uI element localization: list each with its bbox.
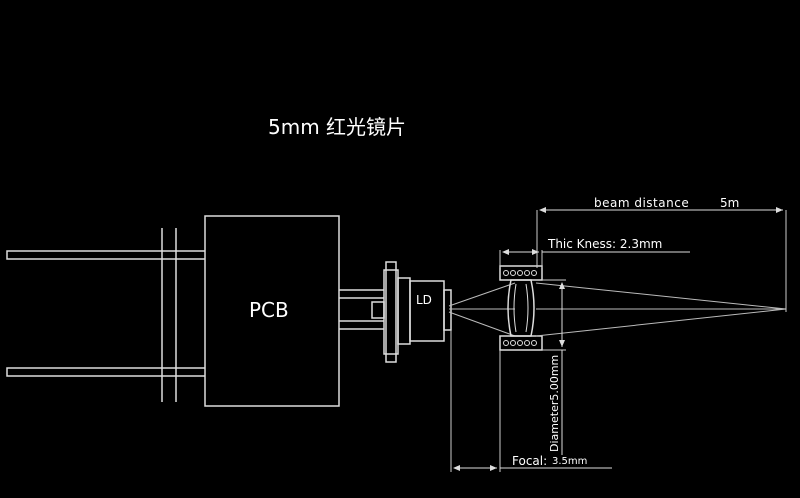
- pcb-label: PCB: [249, 298, 289, 322]
- pcb-board: PCB: [204, 215, 340, 407]
- beam-distance-value: 5m: [720, 196, 739, 210]
- ld-label: LD: [416, 293, 432, 307]
- beam-distance-dimension: beam distance 5m: [536, 196, 787, 312]
- input-beam: [448, 282, 516, 337]
- laser-diode: LD: [383, 261, 452, 363]
- output-beam: [535, 282, 787, 337]
- focal-label: Focal:: [512, 454, 547, 468]
- ld-leads: [339, 289, 385, 330]
- thickness-label: Thic Kness: 2.3mm: [547, 237, 662, 251]
- diagram-title: 5mm 红光镜片: [268, 115, 406, 139]
- thickness-dimension: Thic Kness: 2.3mm: [499, 237, 690, 268]
- diameter-dimension: Diameter5.00mm: [542, 279, 566, 455]
- lens: [499, 265, 543, 351]
- diameter-label: Diameter5.00mm: [548, 355, 561, 452]
- focal-dimension: Focal: 3.5mm: [450, 330, 612, 472]
- focal-value: 3.5mm: [552, 456, 587, 467]
- beam-distance-label: beam distance: [594, 196, 689, 210]
